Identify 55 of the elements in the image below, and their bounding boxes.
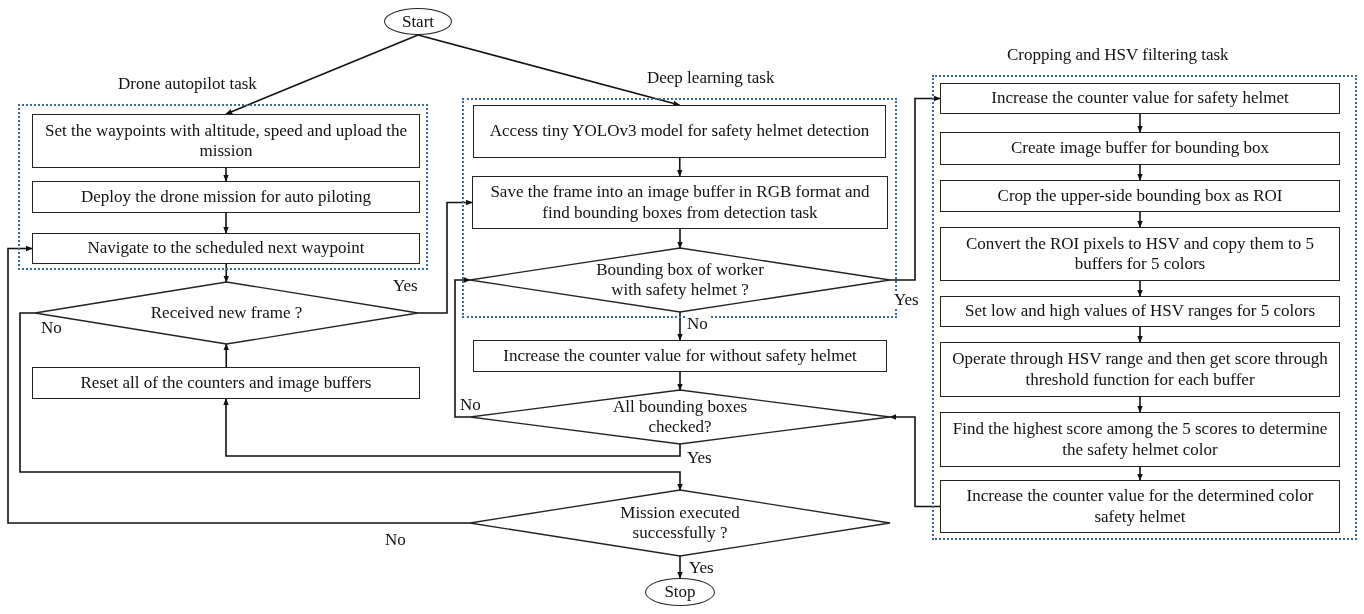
arrow <box>677 311 683 341</box>
group-heading: Cropping and HSV filtering task <box>1007 45 1229 65</box>
group-heading: Deep learning task <box>647 68 775 88</box>
edge-label: No <box>686 316 709 332</box>
arrow <box>1137 326 1143 343</box>
edge-label: Yes <box>688 560 715 576</box>
arrow <box>7 245 471 524</box>
arrow <box>676 157 683 177</box>
process-box: Increase the counter value for the determined color safety helmet <box>940 480 1340 533</box>
arrow <box>225 34 419 115</box>
decision-diamond: Bounding box of worker with safety helmet ? <box>470 248 890 312</box>
arrow <box>454 277 471 418</box>
process-box: Reset all of the counters and image buffers <box>32 367 420 399</box>
arrow <box>677 555 683 579</box>
arrow <box>223 343 230 368</box>
arrow <box>1137 466 1143 481</box>
arrow <box>1137 211 1143 228</box>
group-heading: Drone autopilot task <box>118 74 257 94</box>
terminator-ellipse: Stop <box>645 578 715 606</box>
arrow <box>223 398 681 457</box>
process-box: Set the waypoints with altitude, speed and upload the mission <box>32 114 420 168</box>
process-box: Deploy the drone mission for auto piloting <box>32 181 420 213</box>
arrow <box>889 414 941 508</box>
arrow <box>1137 396 1143 413</box>
edge-label: No <box>384 532 407 548</box>
arrow <box>1137 113 1143 133</box>
edge-label: Yes <box>686 450 713 466</box>
terminator-ellipse: Start <box>384 8 452 35</box>
process-box: Navigate to the scheduled next waypoint <box>32 233 420 264</box>
process-box: Crop the upper-side bounding box as ROI <box>940 180 1340 212</box>
arrow <box>223 167 229 182</box>
process-box: Access tiny YOLOv3 model for safety helmet detection <box>473 105 886 158</box>
decision-diamond: Mission executed successfully ? <box>470 490 890 556</box>
arrow <box>677 371 683 391</box>
arrow <box>19 312 683 491</box>
edge-label: Yes <box>893 292 920 308</box>
process-box: Save the frame into an image buffer in RGB format and find bounding boxes from detection task <box>472 176 888 229</box>
arrow <box>677 228 683 249</box>
edge-label: No <box>40 320 63 336</box>
process-box: Operate through HSV range and then get score through threshold function for each buffer <box>940 342 1340 397</box>
arrow <box>1137 280 1143 297</box>
arrow <box>223 212 229 234</box>
process-box: Set low and high values of HSV ranges for 5 colors <box>940 296 1340 327</box>
edge-label: Yes <box>392 278 419 294</box>
arrow <box>417 34 681 107</box>
arrow <box>223 263 230 283</box>
arrow <box>889 95 941 281</box>
process-box: Increase the counter value for safety helmet <box>940 83 1340 114</box>
process-box: Create image buffer for bounding box <box>940 132 1340 165</box>
process-box: Find the highest score among the 5 scores to determine the safety helmet color <box>940 412 1340 467</box>
arrow <box>1137 164 1143 181</box>
arrow <box>417 199 473 314</box>
process-box: Increase the counter value for without safety helmet <box>473 340 887 372</box>
edge-label: No <box>459 397 482 413</box>
process-box: Convert the ROI pixels to HSV and copy them to 5 buffers for 5 colors <box>940 227 1340 281</box>
